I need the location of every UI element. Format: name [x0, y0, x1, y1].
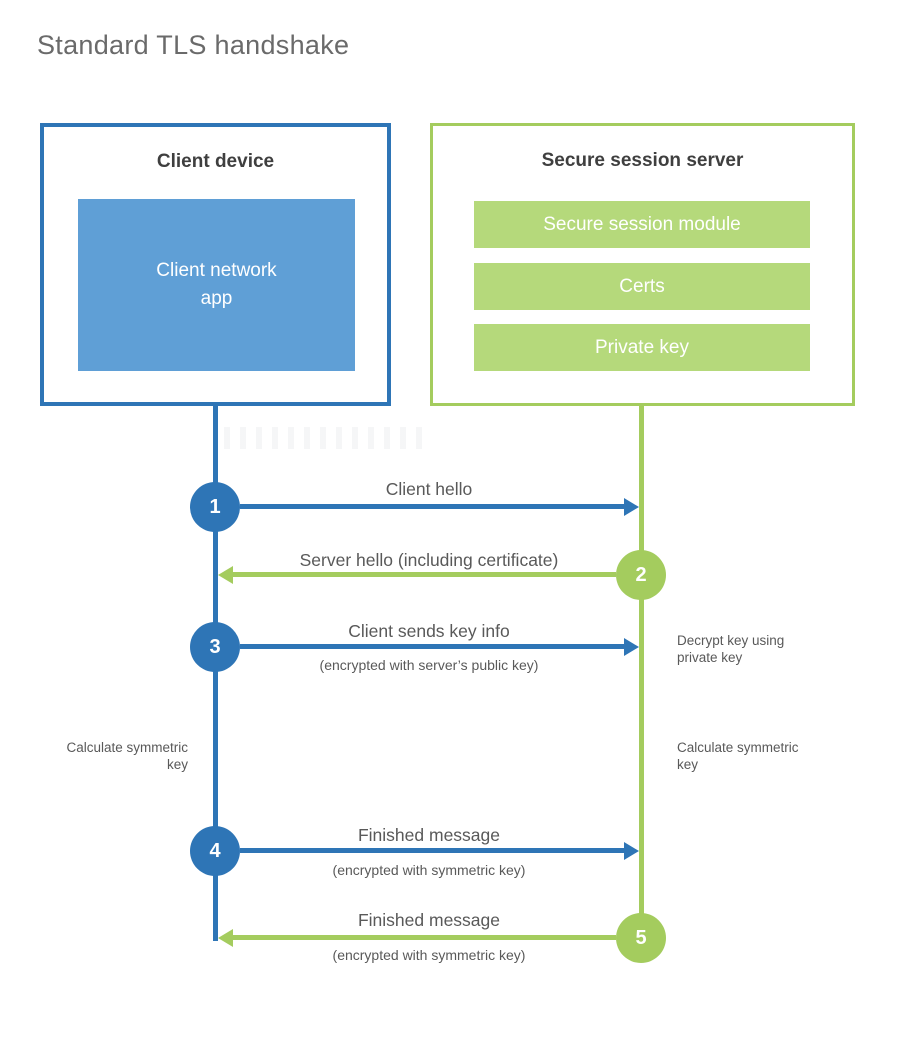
label-finished-message-server: Finished message [357, 910, 501, 930]
label-client-hello: Client hello [385, 479, 473, 499]
label-finished-message-client: Finished message [357, 825, 501, 845]
arrow-shaft [240, 504, 624, 509]
note-calculate-symmetric-key-client: Calculate symmetric key [66, 740, 188, 772]
secure-session-server-title: Secure session server [541, 150, 744, 171]
step-circle-4: 4 [190, 826, 240, 876]
arrow-shaft [233, 572, 616, 577]
arrow-shaft [240, 644, 624, 649]
client-device-box: Client device Client network app [40, 123, 391, 406]
arrow-head-right-icon [624, 842, 639, 860]
arrow-shaft [240, 848, 624, 853]
faded-artifact [224, 427, 424, 449]
server-module-certs: Certs [474, 263, 810, 310]
arrow-head-left-icon [218, 566, 233, 584]
label-client-key-info: Client sends key info [348, 621, 510, 641]
note-calculate-symmetric-key-server: Calculate symmetric key [677, 740, 799, 772]
arrow-head-right-icon [624, 498, 639, 516]
label-server-hello: Server hello (including certificate) [299, 550, 559, 570]
sublabel-client-key-info: (encrypted with server’s public key) [319, 657, 539, 673]
step-circle-5: 5 [616, 913, 666, 963]
server-module-secure-session-module: Secure session module [474, 201, 810, 248]
client-device-title: Client device [156, 151, 275, 172]
secure-session-server-box: Secure session server Secure session mod… [430, 123, 855, 406]
arrow-head-left-icon [218, 929, 233, 947]
arrow-shaft [233, 935, 616, 940]
client-network-app-box: Client network app [78, 199, 355, 371]
client-network-app-label: Client network app [156, 260, 277, 309]
server-module-private-key: Private key [474, 324, 810, 371]
note-decrypt-key: Decrypt key using private key [677, 633, 785, 665]
sublabel-finished-message-client: (encrypted with symmetric key) [332, 862, 526, 878]
page-title: Standard TLS handshake [37, 30, 350, 60]
sublabel-finished-message-server: (encrypted with symmetric key) [332, 947, 526, 963]
step-circle-3: 3 [190, 622, 240, 672]
step-circle-2: 2 [616, 550, 666, 600]
step-circle-1: 1 [190, 482, 240, 532]
client-lifeline [213, 405, 218, 941]
server-lifeline [639, 405, 644, 938]
arrow-head-right-icon [624, 638, 639, 656]
